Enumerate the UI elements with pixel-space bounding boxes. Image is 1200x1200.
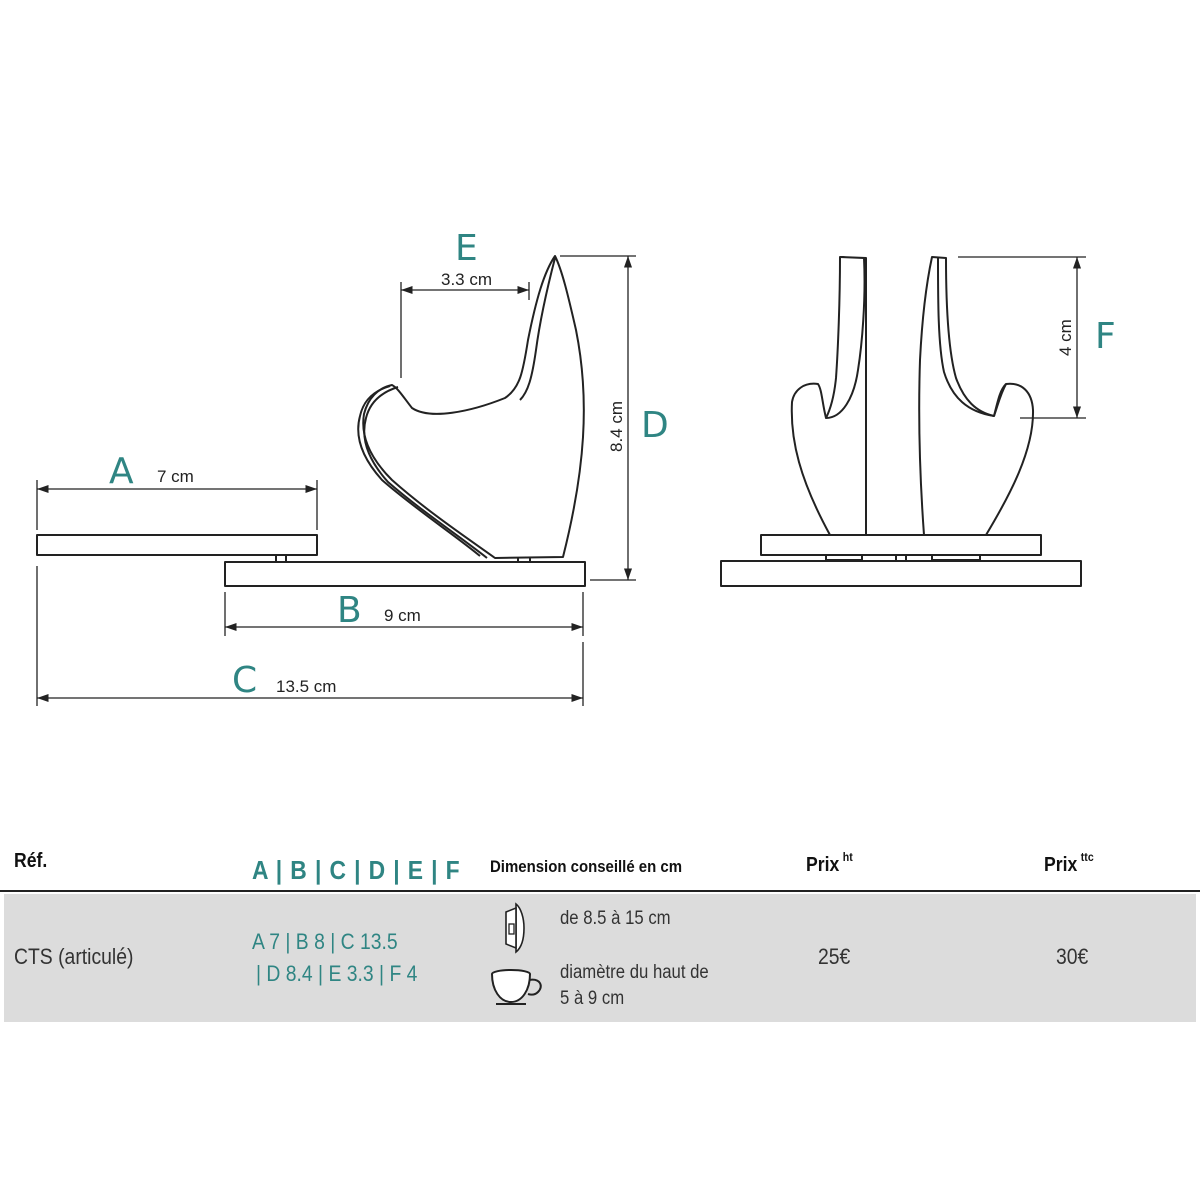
dim-c-value: 13.5 cm xyxy=(276,677,336,696)
dim-d-letter: D xyxy=(641,405,669,446)
dimension-b: B 9 cm xyxy=(224,590,584,636)
cup-icon xyxy=(491,969,542,1005)
dim-f-value: 4 cm xyxy=(1056,319,1075,356)
front-right-jaw xyxy=(918,256,1035,536)
side-view xyxy=(36,255,586,587)
header-dims: A | B | C | D | E | F xyxy=(252,855,461,885)
row-ref: CTS (articulé) xyxy=(14,944,134,969)
header-price-ht-label: Prix xyxy=(806,854,840,876)
header-rule xyxy=(0,890,1200,892)
cup-text-line2: 5 à 9 cm xyxy=(560,988,625,1009)
row-dims-line1: A 7 | B 8 | C 13.5 xyxy=(252,929,398,954)
phone-icon xyxy=(505,902,525,954)
dimension-e: E 3.3 cm xyxy=(400,228,530,378)
front-base-plate xyxy=(720,560,1082,587)
dim-b-value: 9 cm xyxy=(384,606,421,625)
dim-f-letter: F xyxy=(1095,316,1116,357)
dimension-c: C 13.5 cm xyxy=(36,566,584,706)
dimension-f: 4 cm F xyxy=(958,256,1116,419)
front-arm-plate xyxy=(760,534,1042,556)
dim-e-letter: E xyxy=(455,228,478,269)
side-base-plate xyxy=(224,561,586,587)
header-ref: Réf. xyxy=(14,850,48,872)
side-holder-front xyxy=(363,386,488,559)
cup-text-line1: diamètre du haut de xyxy=(560,962,709,983)
dimension-a: A 7 cm xyxy=(36,451,318,530)
row-price-ht: 25€ xyxy=(818,944,851,969)
row-price-ttc: 30€ xyxy=(1056,944,1089,969)
front-left-jaw xyxy=(790,256,867,536)
dim-c-letter: C xyxy=(232,660,257,701)
table-row: CTS (articulé) A 7 | B 8 | C 13.5 | D 8.… xyxy=(4,894,1196,1022)
side-holder-back xyxy=(362,255,585,559)
dim-b-letter: B xyxy=(337,590,362,631)
side-arm-plate xyxy=(36,534,318,556)
header-price-ttc-label: Prix xyxy=(1044,854,1078,876)
header-price-ttc-sup: ttc xyxy=(1080,850,1094,864)
dimension-d: 8.4 cm D xyxy=(560,255,669,581)
dim-a-value: 7 cm xyxy=(157,467,194,486)
header-advice: Dimension conseillé en cm xyxy=(490,857,683,876)
front-view xyxy=(720,256,1082,587)
phone-text: de 8.5 à 15 cm xyxy=(560,908,671,929)
technical-drawing: A 7 cm B 9 cm C 13.5 cm 8.4 cm D E 3.3 c… xyxy=(36,228,1116,706)
row-dims-line2: | D 8.4 | E 3.3 | F 4 xyxy=(256,961,418,986)
dim-a-letter: A xyxy=(109,451,134,492)
dim-d-value: 8.4 cm xyxy=(607,401,626,452)
dim-e-value: 3.3 cm xyxy=(441,270,492,289)
header-price-ht-sup: ht xyxy=(842,850,853,864)
